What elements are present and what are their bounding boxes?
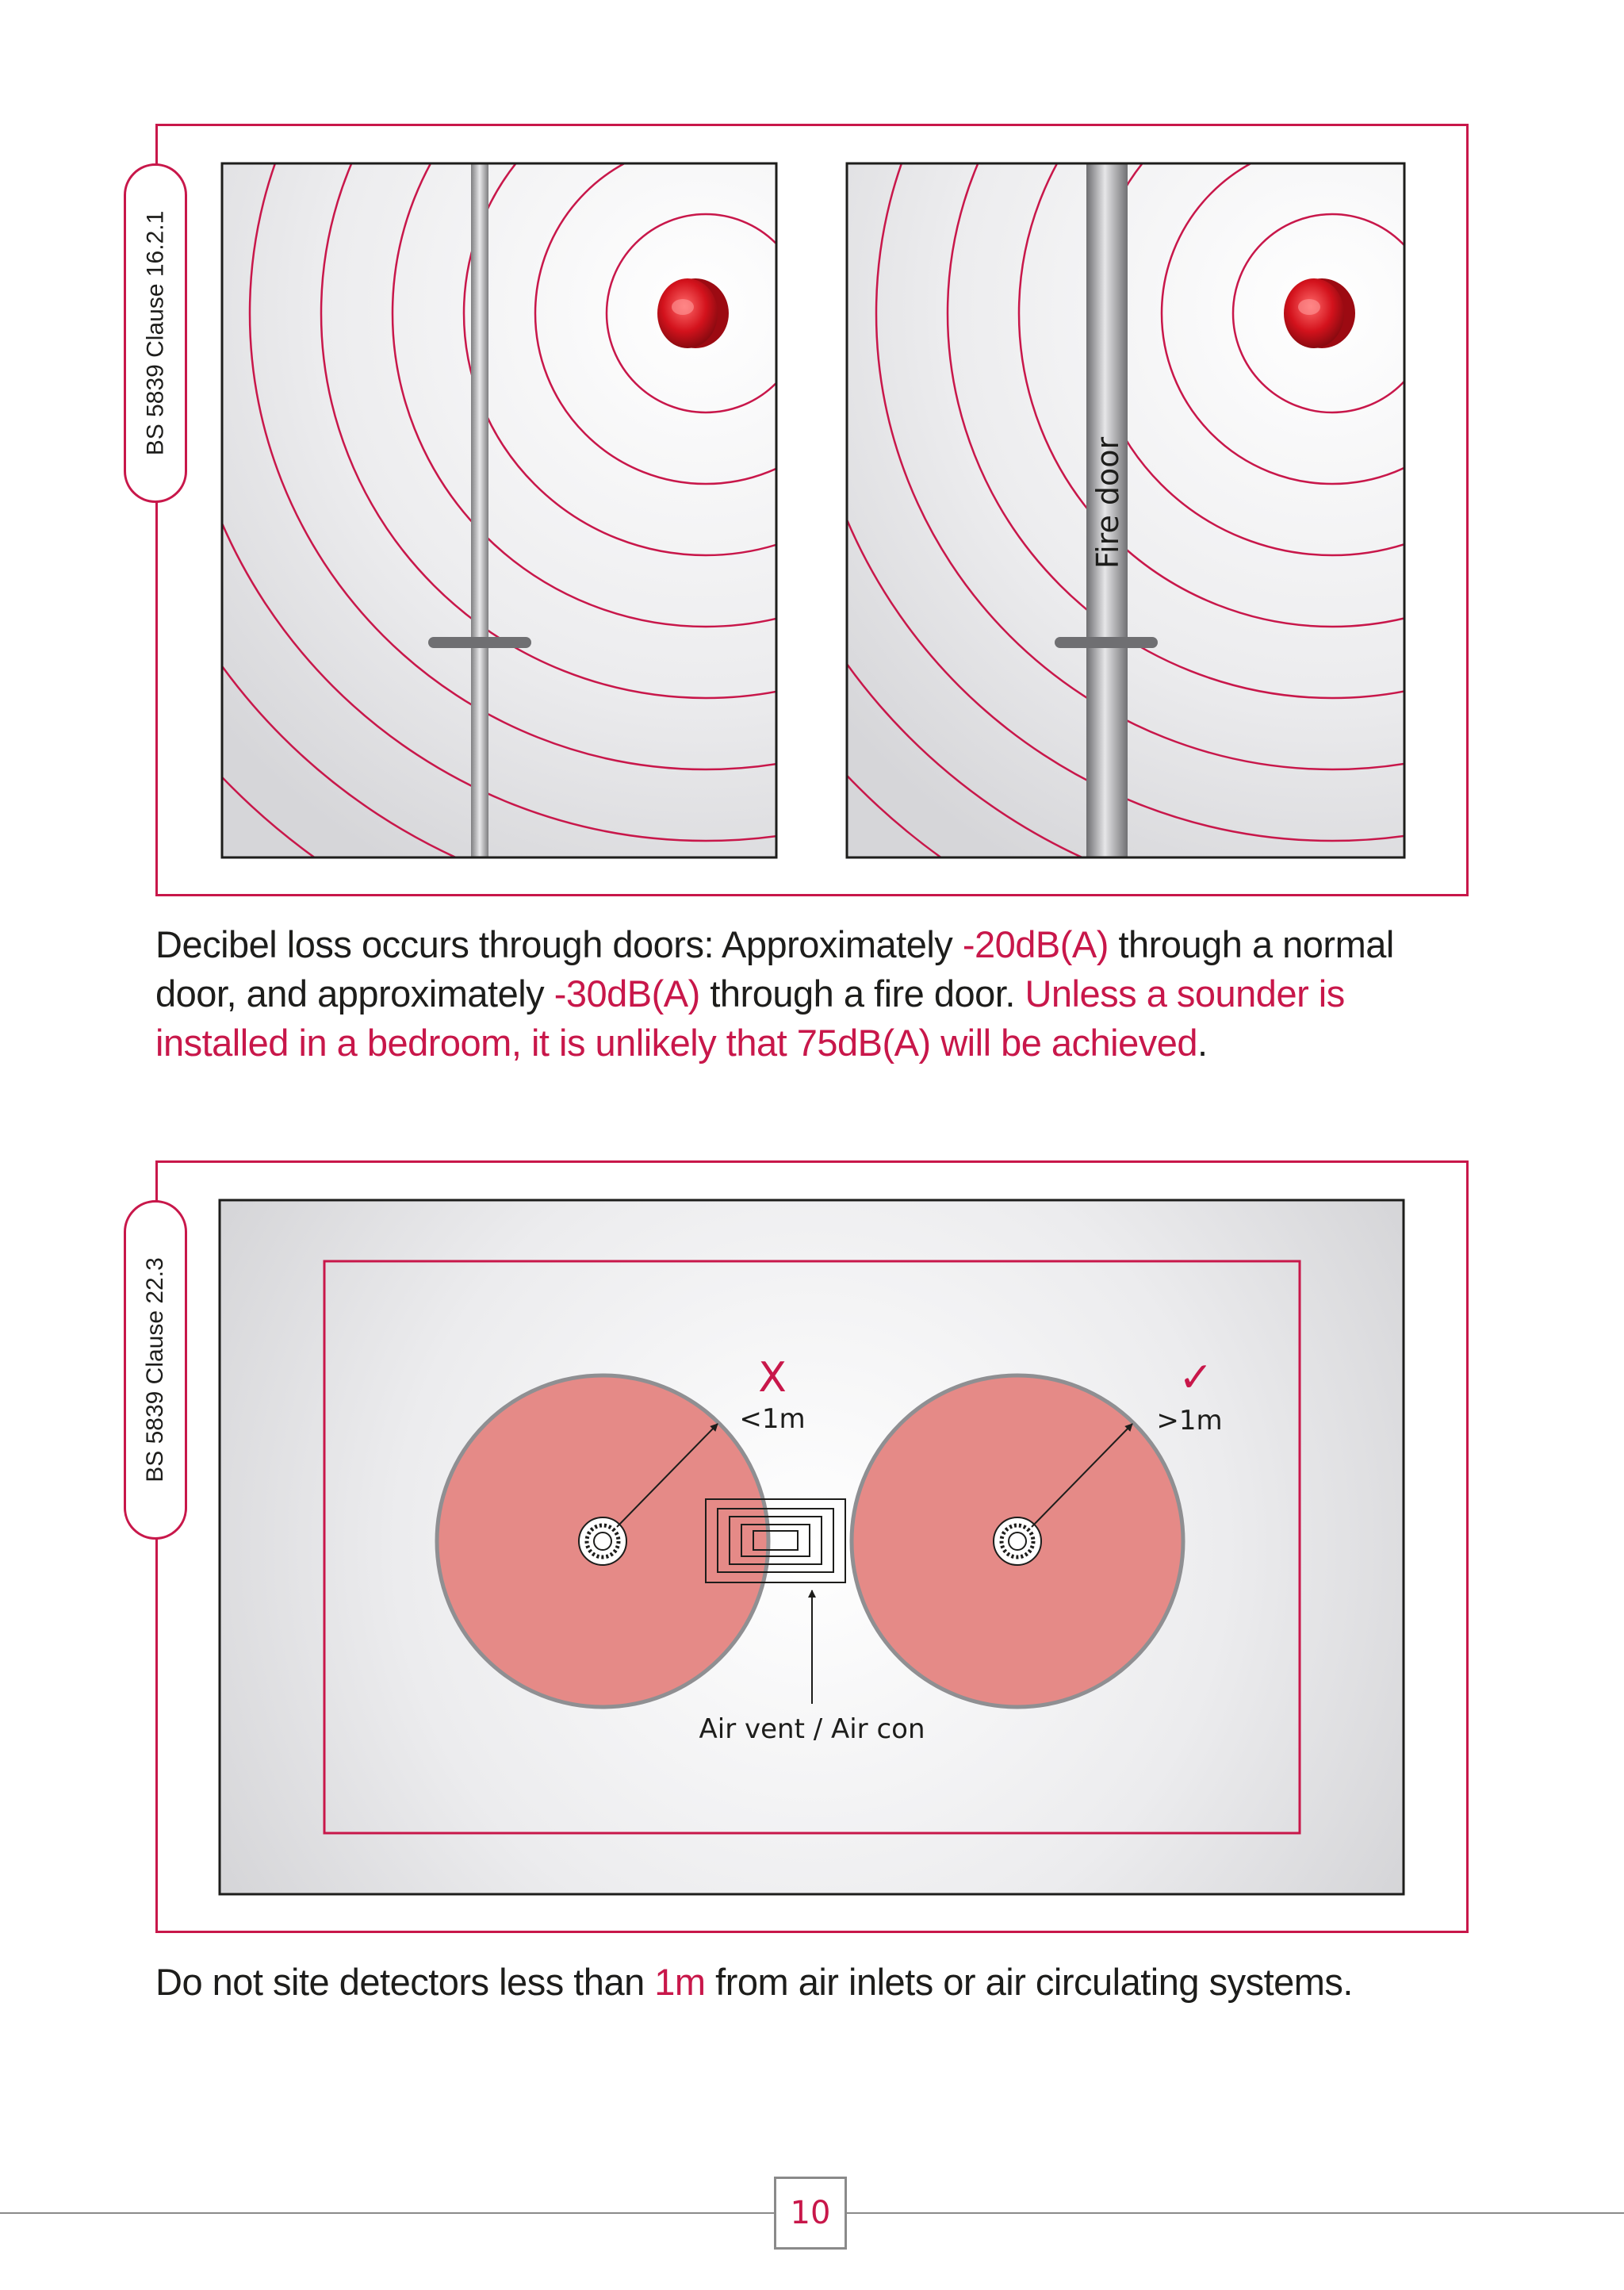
fire-door-label: Fire door <box>1090 436 1125 569</box>
sounder-icon <box>657 278 729 348</box>
smoke-detector-icon <box>993 1517 1042 1566</box>
page-number: 10 <box>774 2177 847 2250</box>
check-icon: ✓ <box>1178 1354 1213 1402</box>
good-distance-label: >1m <box>1156 1405 1222 1437</box>
fire-door-line <box>1086 163 1128 857</box>
section2-caption: Do not site detectors less than 1m from … <box>155 1961 1353 2003</box>
footer-rule-left <box>0 2212 774 2214</box>
door-handle-normal <box>428 637 531 648</box>
footer-rule-right <box>847 2212 1624 2214</box>
section1-caption: Decibel loss occurs through doors: Appro… <box>155 923 1394 1064</box>
section1-clause-tab: BS 5839 Clause 16.2.1 <box>124 163 187 503</box>
normal-door-panel <box>220 162 778 859</box>
cross-icon: X <box>758 1354 787 1402</box>
smoke-detector-icon <box>578 1517 627 1566</box>
sounder-diagram: Fire door <box>220 162 1406 859</box>
air-vent-icon <box>705 1498 846 1583</box>
section2-frame <box>155 1160 1469 1933</box>
door-line-normal <box>471 163 488 857</box>
section2-clause-tab: BS 5839 Clause 22.3 <box>124 1200 187 1540</box>
fire-door-panel: Fire door <box>845 162 1406 859</box>
door-handle-fire <box>1055 637 1158 648</box>
sounder-icon <box>1284 278 1355 348</box>
sound-waves-left <box>222 163 776 857</box>
arrow-icon <box>1031 1423 1133 1528</box>
section1-frame <box>155 124 1469 896</box>
sound-waves-right <box>847 163 1404 857</box>
room-outline <box>218 1199 1405 1896</box>
detector-diagram: X <1m ✓ >1m Air vent / Air con <box>218 1199 1405 1896</box>
air-vent-label: Air vent / Air con <box>699 1713 925 1745</box>
arrow-icon <box>616 1423 718 1528</box>
bad-distance-label: <1m <box>739 1403 805 1435</box>
inner-boundary <box>323 1260 1301 1835</box>
